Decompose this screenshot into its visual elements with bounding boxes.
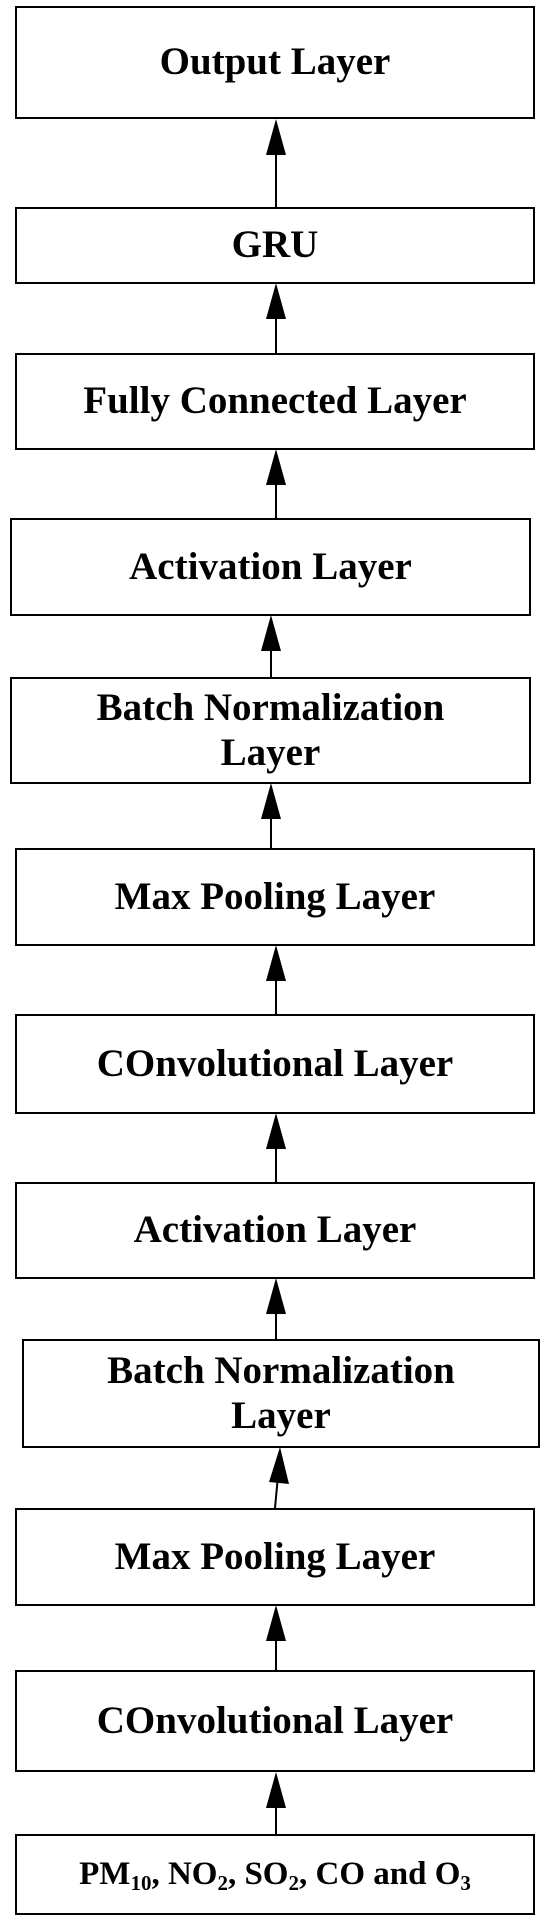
arrow-conv2-to-maxpool2 [266, 945, 286, 1014]
arrow-batchnorm1-to-activation1 [266, 1278, 286, 1339]
input-pm-text: PM [79, 1855, 131, 1892]
arrow-input-to-conv1 [266, 1772, 286, 1834]
fully-connected-layer-label: Fully Connected Layer [83, 379, 467, 423]
fully-connected-layer-box: Fully Connected Layer [15, 353, 535, 450]
gru-layer-box: GRU [15, 207, 535, 284]
input-pm-subscript: 10 [130, 1870, 152, 1895]
arrow-gru-to-output [266, 119, 286, 207]
arrow-conv1-to-maxpool1 [266, 1605, 286, 1670]
output-layer-box: Output Layer [15, 6, 535, 119]
input-so-subscript: 2 [288, 1870, 299, 1895]
input-no-subscript: 2 [217, 1870, 228, 1895]
input-pollutants-box: PM10, NO2, SO2, CO and O3 [15, 1834, 535, 1915]
convolutional-layer-label-upper: COnvolutional Layer [96, 1041, 454, 1085]
activation-layer-box-upper: Activation Layer [10, 518, 531, 616]
input-pollutants-label: PM10, NO2, SO2, CO and O3 [79, 1856, 471, 1894]
input-so-text: , SO [227, 1855, 289, 1892]
arrow-maxpool2-to-batchnorm2 [261, 783, 281, 848]
max-pooling-layer-box-lower: Max Pooling Layer [15, 1508, 535, 1606]
arrow-batchnorm2-to-activation2 [261, 615, 281, 677]
input-co-o-text: , CO and O [298, 1855, 461, 1892]
arrow-maxpool1-to-batchnorm1 [269, 1447, 289, 1509]
batch-normalization-layer-box-lower: Batch Normalization Layer [22, 1339, 540, 1448]
activation-layer-label-upper: Activation Layer [129, 544, 412, 588]
batch-normalization-label-lower-line1: Batch Normalization [107, 1348, 455, 1392]
max-pooling-layer-label-upper: Max Pooling Layer [114, 874, 436, 918]
arrow-activation2-to-fc [266, 449, 286, 518]
batch-normalization-label-upper-line1: Batch Normalization [96, 685, 445, 729]
max-pooling-layer-label-lower: Max Pooling Layer [114, 1534, 436, 1578]
activation-layer-label-lower: Activation Layer [133, 1208, 417, 1252]
activation-layer-box-lower: Activation Layer [15, 1182, 535, 1279]
output-layer-label: Output Layer [159, 40, 391, 84]
batch-normalization-layer-box-upper: Batch Normalization Layer [10, 677, 531, 784]
max-pooling-layer-box-upper: Max Pooling Layer [15, 848, 535, 946]
gru-layer-label: GRU [231, 223, 319, 267]
batch-normalization-label-lower-line2: Layer [231, 1393, 331, 1437]
input-no-text: , NO [151, 1855, 218, 1892]
convolutional-layer-box-upper: COnvolutional Layer [15, 1014, 535, 1114]
convolutional-layer-box-lower: COnvolutional Layer [15, 1670, 535, 1772]
arrow-activation1-to-conv2 [266, 1113, 286, 1182]
batch-normalization-label-upper-line2: Layer [220, 730, 321, 774]
arrow-group [261, 119, 289, 1834]
convolutional-layer-label-lower: COnvolutional Layer [96, 1698, 454, 1742]
arrow-fc-to-gru [266, 283, 286, 353]
input-o-subscript: 3 [460, 1870, 471, 1895]
